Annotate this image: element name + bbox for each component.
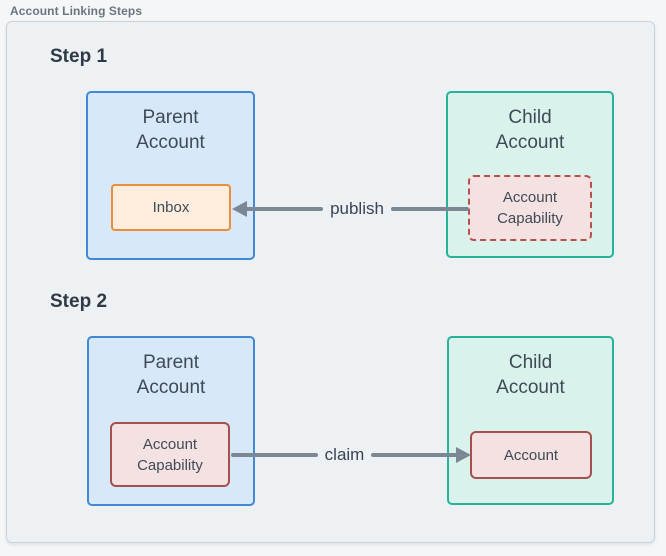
- step1-child-account-box: Child Account Account Capability: [446, 91, 614, 258]
- step2-account-capability-box: Account Capability: [110, 422, 230, 487]
- step2-child-account-title: Child Account: [496, 352, 565, 398]
- publish-arrow: publish: [232, 195, 469, 223]
- arrowhead-right-icon: [456, 447, 472, 463]
- publish-arrow-label: publish: [330, 199, 384, 218]
- step2-label: Step 2: [50, 291, 108, 312]
- arrow-line: [390, 207, 469, 211]
- step1-parent-account-title: Parent Account: [136, 107, 205, 153]
- step2-account-box: Account: [470, 431, 592, 479]
- arrow-line: [371, 453, 459, 457]
- claim-arrow: claim: [231, 441, 472, 469]
- step1-inbox-box: Inbox: [111, 184, 231, 231]
- step2-parent-account-title: Parent Account: [136, 352, 206, 398]
- arrow-line: [245, 207, 324, 211]
- claim-arrow-label: claim: [324, 445, 365, 464]
- step1-parent-account-box: Parent Account Inbox: [86, 91, 255, 260]
- step1-label: Step 1: [50, 46, 108, 67]
- step1-account-capability-box: Account Capability: [468, 175, 592, 241]
- arrowhead-left-icon: [232, 201, 247, 217]
- arrow-line: [231, 453, 318, 457]
- step2-child-account-box: Child Account Account: [447, 336, 614, 505]
- panel-title: Account Linking Steps: [10, 4, 143, 18]
- step1-child-account-title: Child Account: [495, 107, 565, 153]
- diagram-panel: Step 1 Parent Account Inbox Child Accoun…: [6, 21, 655, 543]
- step2-parent-account-box: Parent Account Account Capability: [87, 336, 255, 506]
